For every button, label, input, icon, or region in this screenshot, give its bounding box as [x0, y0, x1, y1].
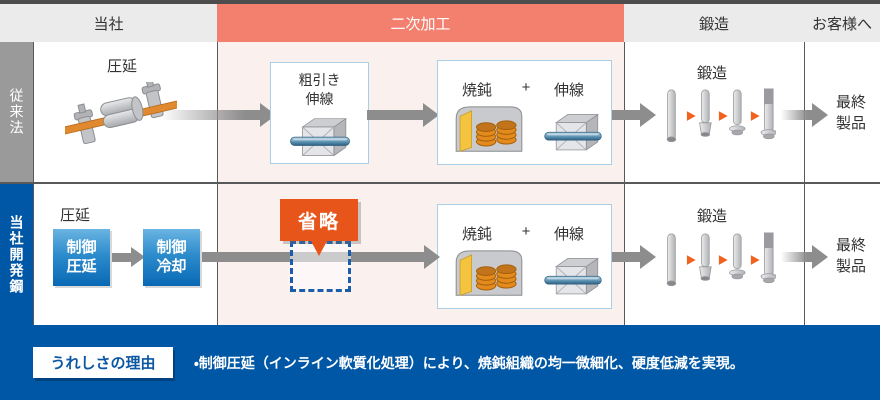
forging-bolts-icon	[656, 230, 777, 292]
forging-label: 鍛造	[696, 208, 727, 225]
plus-sign: +	[521, 223, 531, 240]
flow-arrow	[612, 103, 656, 127]
flow-arrow	[160, 103, 276, 127]
flow-arrow	[612, 245, 656, 269]
annealing-label: 焼鈍	[461, 82, 492, 99]
omitted-callout: 省略	[280, 199, 358, 256]
final-product-label: 最終 製品	[835, 237, 866, 275]
header-col-forging: 鍛造	[624, 4, 804, 42]
rolling-label: 圧延	[60, 207, 91, 224]
callout-tail	[311, 241, 327, 256]
annealing-furnace-icon	[450, 103, 528, 159]
omitted-label: 省略	[297, 211, 340, 233]
header-col-company: 当社	[0, 4, 217, 42]
wire-drawing-label: 伸線	[553, 226, 584, 243]
flow-arrow	[781, 245, 828, 269]
anneal-drawing-box: 焼鈍 + 伸線	[437, 60, 612, 165]
header-col-secondary-processing: 二次加工	[217, 4, 624, 42]
reason-badge: うれしさの理由	[33, 347, 173, 378]
controlled-rolling-box: 制御 圧延	[53, 229, 110, 286]
top-border	[0, 0, 880, 4]
drawing-die-icon	[540, 111, 606, 157]
flow-arrow	[781, 103, 828, 127]
row-label-conventional: 従来法	[0, 42, 33, 182]
forging-bolts-icon	[656, 86, 777, 148]
flow-arrow	[367, 103, 439, 127]
plus-sign: +	[521, 79, 531, 96]
drawing-die-icon	[540, 255, 606, 301]
header-col-customer: お客様へ	[804, 4, 880, 42]
annealing-furnace-icon	[450, 247, 528, 303]
row-divider	[0, 182, 880, 184]
final-product-label: 最終 製品	[835, 94, 866, 132]
wire-drawing-label: 伸線	[553, 82, 584, 99]
row-label-developed: 当社開発鋼	[0, 184, 33, 325]
controlled-cooling-box: 制御 冷却	[143, 229, 200, 286]
rough-drawing-box: 粗引き 伸線	[270, 62, 369, 164]
anneal-drawing-box: 焼鈍 + 伸線	[437, 204, 612, 309]
flow-arrow	[112, 247, 145, 267]
rough-drawing-label: 粗引き 伸線	[298, 72, 341, 107]
forging-label: 鍛造	[696, 65, 727, 82]
annealing-label: 焼鈍	[461, 226, 492, 243]
rolling-mill-icon	[61, 77, 180, 152]
rolling-label: 圧延	[106, 58, 137, 75]
reason-text: ・制御圧延（インライン軟質化処理）により、焼鈍組織の均一微細化、硬度低減を実現。	[194, 354, 744, 371]
drawing-die-icon	[287, 115, 353, 163]
